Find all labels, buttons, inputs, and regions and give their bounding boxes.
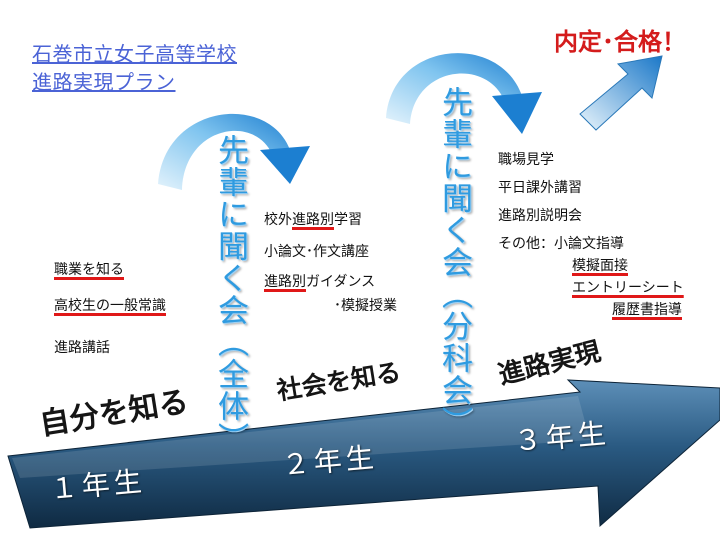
meeting-all-label: 先輩に聞く会（全体） xyxy=(212,134,248,454)
year1-item-1: 職業を知る xyxy=(54,262,124,278)
year2-item-1-part-c: 学習 xyxy=(334,212,362,228)
year1-item-2: 高校生の一般常識 xyxy=(54,298,166,314)
progress-band-arrow xyxy=(7,379,720,529)
up-arrow xyxy=(579,55,663,131)
year2-item-3-part-b: ガイダンス xyxy=(306,274,376,290)
curved-arrow-1 xyxy=(158,113,310,190)
year2-item-1-part-b: 進路別 xyxy=(292,212,334,228)
result-label: 内定･合格！ xyxy=(554,27,686,56)
year2-item-4: ･模擬授業 xyxy=(334,298,397,314)
meeting-division-label: 先輩に聞く会（分科会） xyxy=(436,86,472,438)
plan-title: 進路実現プラン xyxy=(32,70,176,94)
year2-item-1: 校外進路別学習 xyxy=(264,212,362,229)
year3-item-2: 平日課外講習 xyxy=(498,180,582,196)
curved-arrow-2 xyxy=(386,53,542,134)
school-name: 石巻市立女子高等学校 xyxy=(32,42,237,66)
year2-item-3-part-a: 進路別 xyxy=(264,274,306,290)
year1-item-3: 進路講話 xyxy=(54,340,110,356)
year3-item-7: 履歴書指導 xyxy=(612,302,682,318)
year2-item-2: 小論文･作文講座 xyxy=(264,244,369,260)
year3-item-1: 職場見学 xyxy=(498,152,554,168)
year2-item-1-part-a: 校外 xyxy=(264,212,292,228)
year2-item-3: 進路別ガイダンス xyxy=(264,274,375,291)
year2-label: ２年生 xyxy=(280,440,379,482)
year3-label: ３年生 xyxy=(512,416,611,458)
year3-item-5: 模擬面接 xyxy=(572,258,628,274)
year3-item-6: エントリーシート xyxy=(572,280,684,296)
year3-item-3: 進路別説明会 xyxy=(498,208,582,224)
year3-item-4: その他：小論文指導 xyxy=(498,236,624,252)
year1-label: １年生 xyxy=(48,464,147,506)
